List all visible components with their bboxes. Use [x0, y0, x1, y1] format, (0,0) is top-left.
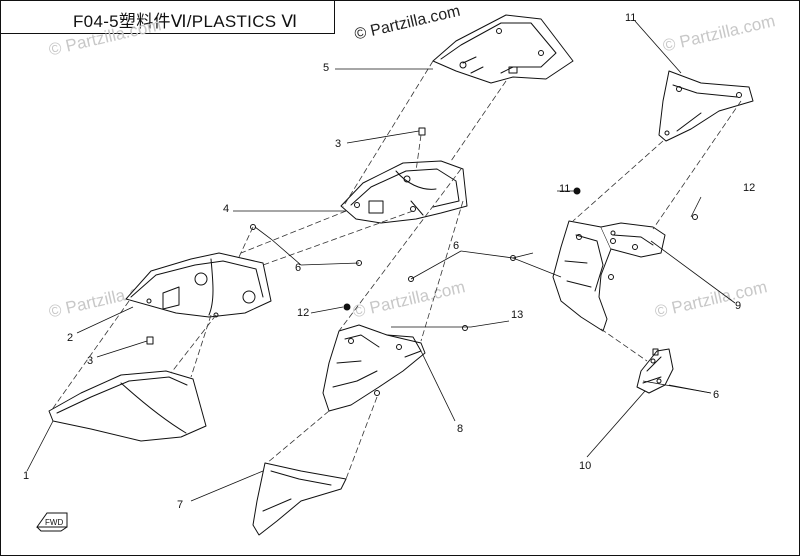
callout-6: 6 [453, 240, 460, 252]
callout-7: 7 [177, 499, 184, 511]
callout-4: 4 [223, 203, 230, 215]
callout-6: 6 [713, 389, 720, 401]
assembly-guide-lines [50, 60, 742, 480]
callout-12: 13 [511, 309, 524, 321]
callout-8: 8 [457, 423, 464, 435]
callout-3: 3 [87, 355, 94, 367]
svg-text:FWD: FWD [45, 518, 63, 527]
part-13-clip [636, 348, 674, 394]
callout-1: 1 [23, 470, 30, 482]
diagram-title: F04-5塑料件Ⅵ/PLASTICS Ⅵ [73, 12, 298, 31]
forward-arrow-icon: FWD [36, 512, 68, 532]
callout-3: 3 [335, 138, 342, 150]
callout-13: 10 [579, 460, 592, 472]
part-8-center-bracket [322, 324, 426, 412]
part-2-side-cover [125, 252, 272, 318]
callout-leaders [26, 20, 736, 502]
callout-6: 6 [295, 262, 302, 274]
part-5-upper-cover [432, 14, 574, 84]
part-7-lower-cover [252, 462, 347, 536]
part-1-lower-panel [48, 370, 207, 442]
callout-10: 11 [625, 12, 637, 24]
callout-5: 5 [323, 62, 330, 74]
part-10-bracket [658, 70, 754, 142]
part-9-bracket-assembly [552, 220, 666, 332]
part-4-middle-cover [340, 160, 468, 224]
fastener-clips [146, 127, 698, 356]
callout-12: 12 [743, 182, 756, 194]
title-box: F04-5塑料件Ⅵ/PLASTICS Ⅵ [1, 1, 335, 34]
callout-11: 12 [297, 307, 310, 319]
callout-2: 2 [67, 332, 74, 344]
callout-9: 9 [735, 300, 742, 312]
callout-11: 11 [559, 183, 571, 195]
